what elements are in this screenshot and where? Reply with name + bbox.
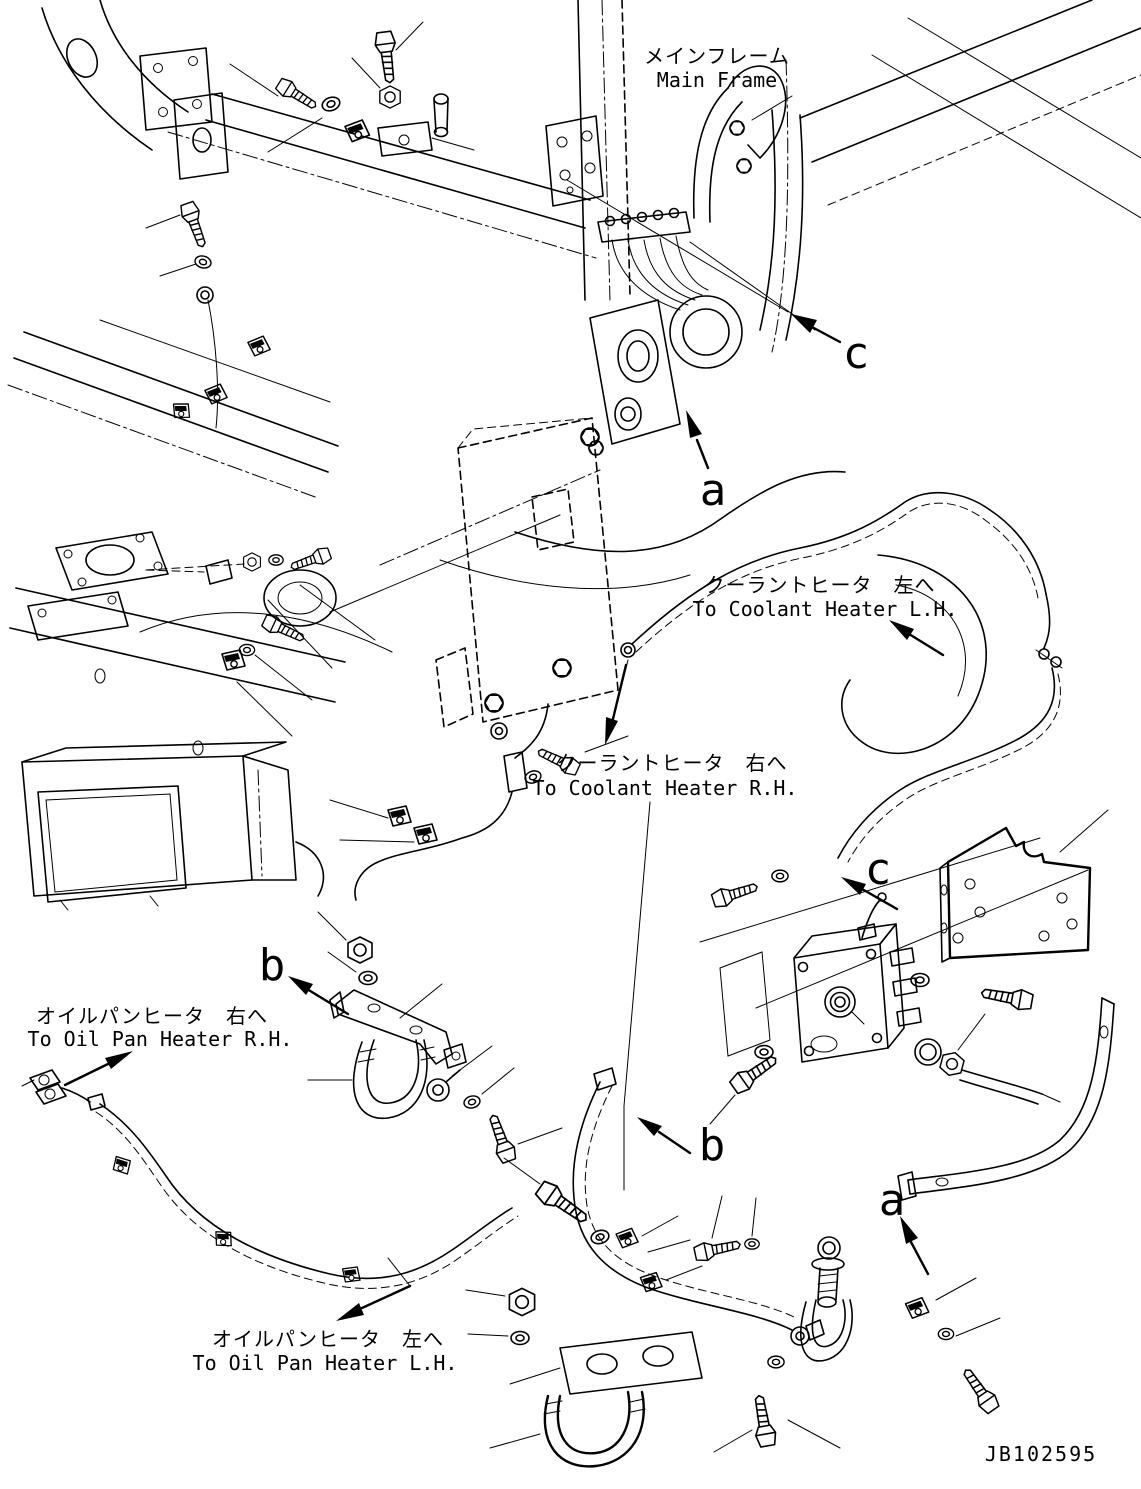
view-label-b-left: b [259,940,286,991]
harness-bottom-center [465,801,1002,1468]
mounting-bracket-plate [939,809,1109,963]
annotations: メインフレーム Main Frame クーラントヒータ 左へ To Coolan… [28,44,1097,1466]
coolant-heater-lh-label-ja: クーラントヒータ 左へ [705,573,936,597]
main-frame-label-en: Main Frame [657,68,777,92]
u-bolt-assembly-left [307,911,563,1165]
oil-pan-heater-lh-label-ja: オイルパンヒータ 左へ [212,1327,444,1351]
view-label-c-right: c [865,844,892,895]
fasteners-top-left [145,21,475,429]
coolant-heater-rh-label-ja: クーラントヒータ 右へ [557,751,788,775]
hose-manifold [597,65,793,311]
boom-foot-pivot [329,295,987,755]
view-letter-a-upper: a [686,410,726,516]
view-letter-c-right: c [841,844,899,911]
view-label-c-upper: c [843,328,870,379]
oil-pan-heater-rh-label-en: To Oil Pan Heater R.H. [28,1027,293,1051]
main-frame-structure [545,0,1141,353]
annotation-arrows [63,620,945,1321]
view-label-b-center: b [699,1120,726,1171]
view-letter-b-left: b [259,940,350,1016]
tank-box [9,531,393,911]
view-label-a-upper: a [700,465,727,516]
view-letter-c-upper: c [791,314,869,379]
oil-pan-cable [21,1069,519,1289]
frame-rail-top-left [7,0,597,499]
oil-pan-heater-rh-label-ja: オイルパンヒータ 右へ [36,1004,268,1028]
coolant-heater-cable [611,491,1063,863]
coolant-heater-lh-label-en: To Coolant Heater L.H. [693,597,958,621]
cover-plate-box [329,417,629,901]
view-letter-b-center: b [637,1117,725,1171]
oil-pan-heater-lh-label-en: To Oil Pan Heater L.H. [193,1351,458,1375]
coolant-heater-rh-label-en: To Coolant Heater R.H. [533,776,798,800]
view-label-a-lower: a [879,1175,906,1226]
view-letter-a-lower: a [879,1175,930,1276]
main-frame-label-ja: メインフレーム [644,44,790,68]
drawing-number: JB102595 [985,1442,1097,1466]
relay-box-assembly [699,837,1089,1125]
strap-bracket [897,997,1115,1201]
